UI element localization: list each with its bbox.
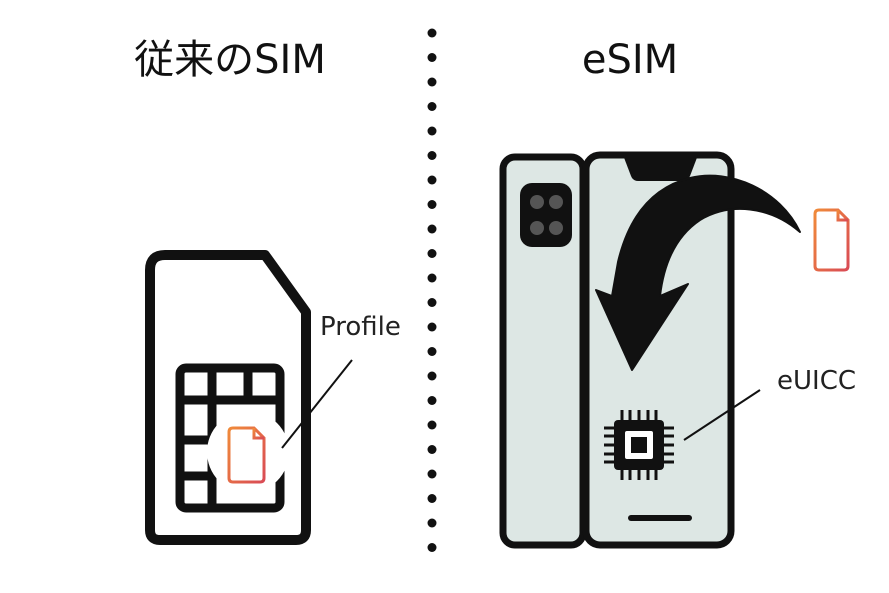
divider-dot — [427, 126, 437, 136]
esim-title: eSIM — [581, 37, 679, 83]
divider-dot — [427, 494, 437, 503]
divider-dot — [427, 28, 437, 38]
divider-dot — [427, 396, 437, 405]
divider-dot — [427, 175, 437, 185]
divider-dot — [427, 273, 437, 283]
divider-dot — [427, 77, 437, 87]
divider-dot — [427, 298, 437, 307]
divider-dot — [427, 322, 437, 332]
dotted-divider — [427, 28, 437, 552]
home-indicator — [628, 515, 692, 521]
camera-lens — [549, 195, 563, 209]
euicc-leader-line — [683, 389, 761, 441]
curved-arrow-icon — [595, 174, 801, 371]
profile-leader-line — [281, 359, 353, 449]
document-icon — [227, 426, 266, 484]
traditional-sim-title: 従来のSIM — [134, 37, 326, 83]
document-icon — [813, 208, 850, 272]
divider-dot — [427, 224, 437, 234]
divider-dot — [427, 518, 437, 528]
camera-lens — [549, 221, 563, 235]
camera-module — [520, 183, 572, 247]
divider-dot — [427, 200, 437, 209]
profile-label: Profile — [320, 312, 401, 342]
phone-back — [499, 153, 587, 549]
divider-dot — [427, 420, 437, 430]
chip-icon — [604, 410, 674, 480]
divider-dot — [427, 543, 437, 552]
divider-dot — [427, 249, 437, 258]
divider-dot — [427, 469, 437, 479]
euicc-label: eUICC — [777, 366, 857, 396]
divider-dot — [427, 371, 437, 381]
divider-dot — [427, 151, 437, 160]
camera-lens — [530, 221, 544, 235]
divider-dot — [427, 445, 437, 454]
divider-dot — [427, 102, 437, 111]
divider-dot — [427, 347, 437, 356]
sim-card-icon — [145, 250, 311, 545]
divider-dot — [427, 53, 437, 62]
phone-notch — [623, 155, 698, 181]
camera-lens — [530, 195, 544, 209]
